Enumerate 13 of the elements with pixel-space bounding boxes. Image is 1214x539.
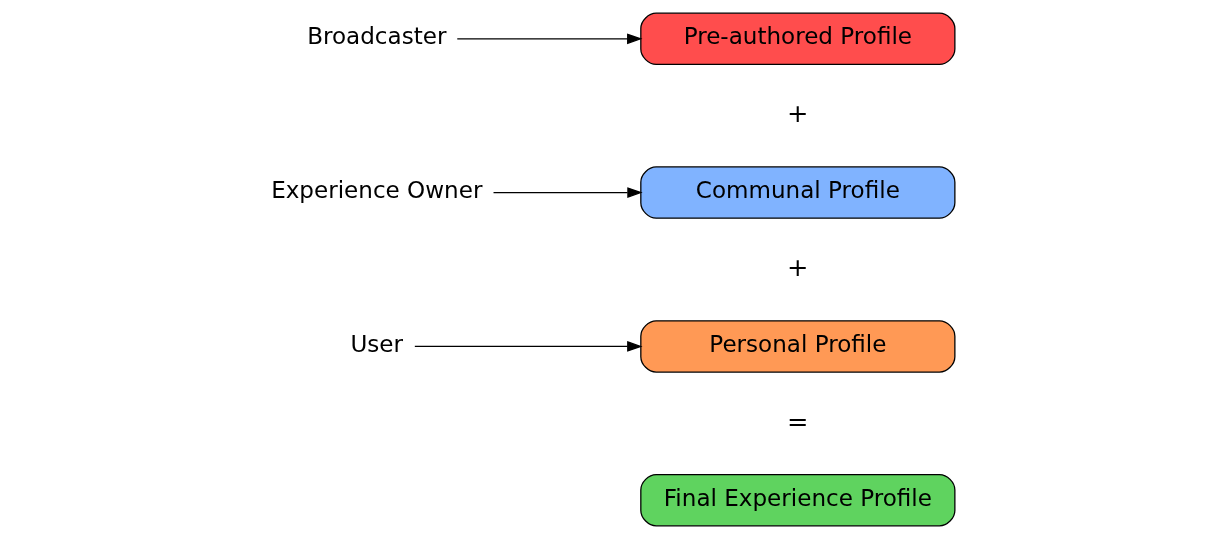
arrow bbox=[456, 33, 642, 45]
label: + bbox=[786, 251, 809, 282]
arrow bbox=[492, 187, 643, 198]
label: + bbox=[786, 98, 809, 129]
node-box: Final Experience Profile bbox=[639, 473, 955, 527]
node-box: Pre-authored Profile bbox=[639, 12, 955, 66]
node-text: Broadcaster bbox=[306, 23, 446, 50]
arrow bbox=[413, 341, 643, 352]
node-box: Personal Profile bbox=[639, 320, 955, 373]
label: = bbox=[786, 405, 809, 436]
node-box: Communal Profile bbox=[639, 166, 955, 219]
node-text: Experience Owner bbox=[270, 177, 482, 204]
node-text: User bbox=[349, 331, 403, 358]
